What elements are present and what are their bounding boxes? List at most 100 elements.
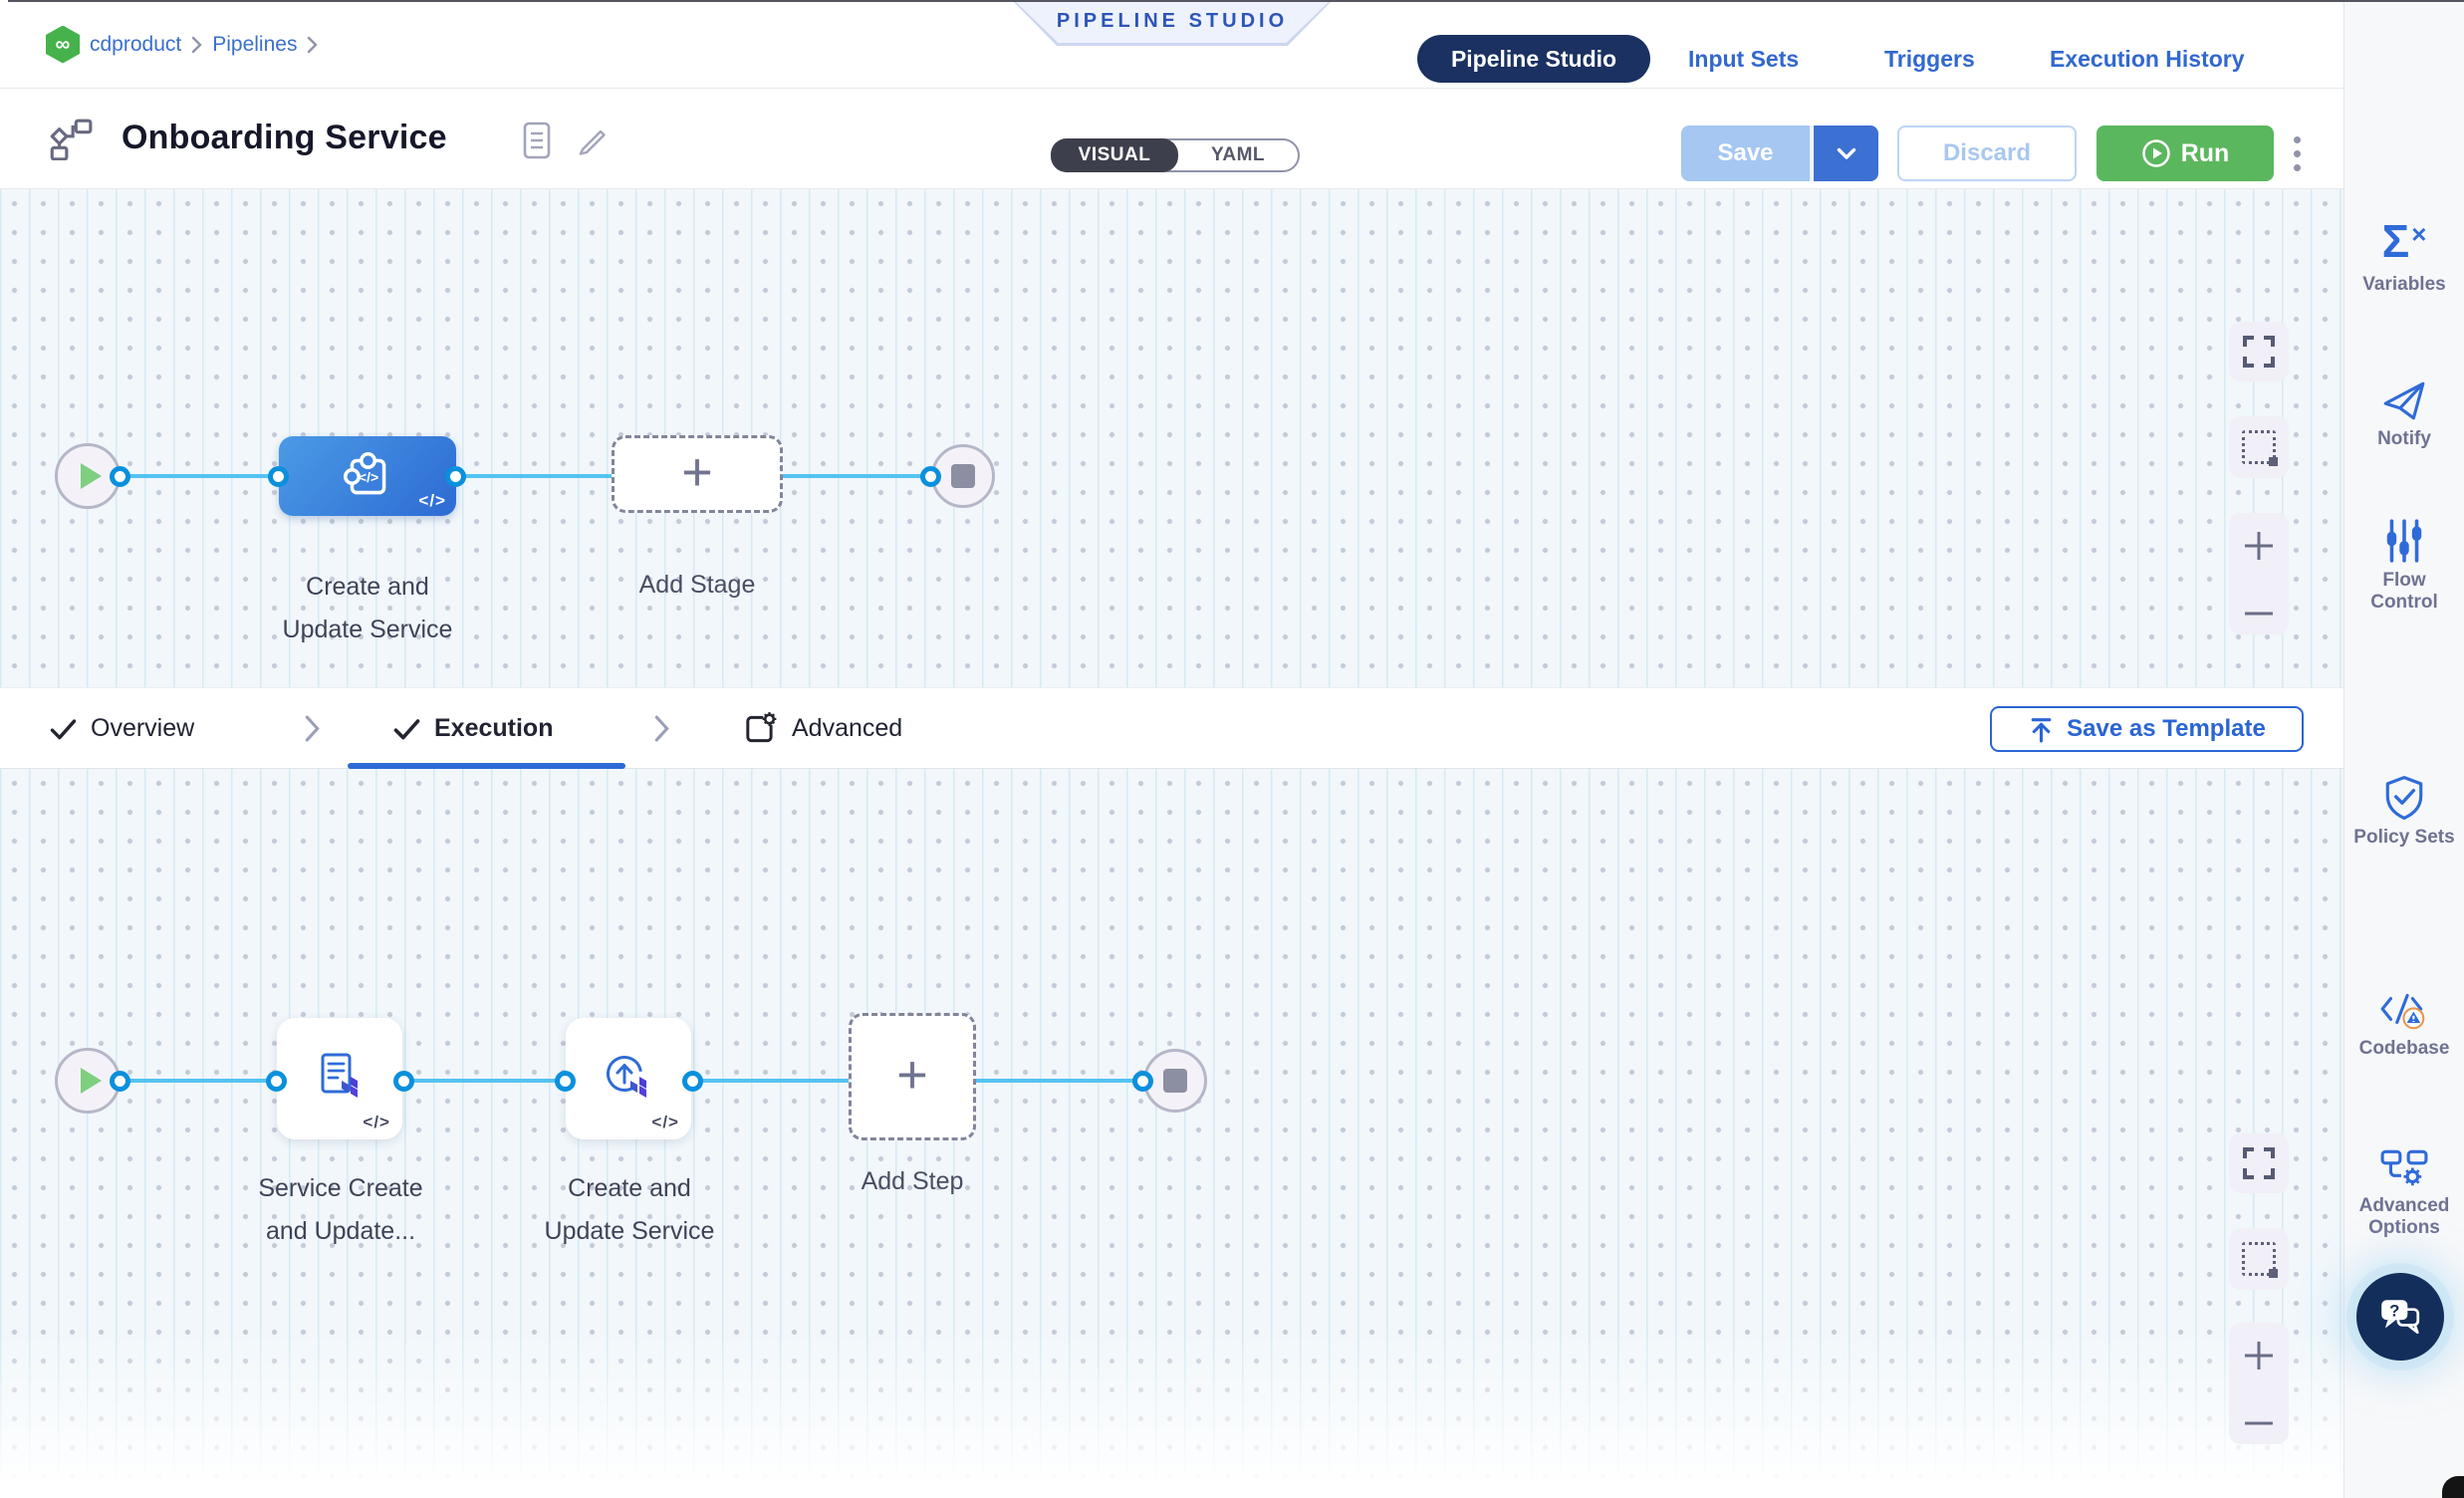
save-button[interactable]: Save (1681, 125, 1812, 181)
stop-square-icon (1163, 1069, 1187, 1093)
step-label: Create and Update Service (544, 1174, 715, 1245)
run-label: Run (2180, 138, 2230, 167)
execution-step-canvas[interactable]: </> </> + Service Create a (0, 769, 2343, 1479)
sidebar-item-codebase[interactable]: Codebase (2344, 988, 2464, 1060)
pipeline-icon (46, 119, 94, 160)
apply-step-icon (607, 1056, 646, 1098)
stage-config-tabbar: Overview Execution Advanced (0, 687, 2343, 769)
chevron-right-icon (191, 36, 202, 54)
sidebar-item-flow-control[interactable]: Flow Control (2344, 518, 2464, 614)
pipeline-end-node[interactable] (931, 444, 995, 508)
chevron-right-icon (307, 36, 319, 54)
save-as-template-button[interactable]: Save as Template (1990, 706, 2304, 752)
chevron-down-icon (1837, 147, 1855, 159)
edge-connector-dot[interactable] (920, 466, 941, 487)
plus-icon: + (681, 442, 713, 502)
edge-connector-dot[interactable] (268, 466, 289, 487)
add-stage-button[interactable]: + (612, 435, 783, 513)
more-options-kebab[interactable] (2287, 125, 2307, 181)
step-code-glyph: </> (363, 1113, 390, 1131)
toggle-yaml[interactable]: YAML (1210, 144, 1266, 165)
tab-overview[interactable]: Overview (50, 688, 194, 769)
svg-text:?: ? (2389, 1301, 2399, 1320)
stage-node-create-and-update-service[interactable]: </> </> (279, 436, 456, 516)
sidebar-item-policy-sets[interactable]: Policy Sets (2344, 775, 2464, 849)
zoom-in-button[interactable] (2242, 1339, 2276, 1373)
marquee-icon (2242, 1242, 2278, 1278)
step-label: Service Create and Update... (258, 1174, 423, 1245)
chat-question-icon: ? (2381, 1300, 2420, 1335)
description-icon[interactable] (522, 121, 552, 160)
add-step-label: Add Step (861, 1167, 964, 1195)
help-chat-button[interactable]: ? (2356, 1273, 2444, 1361)
active-tab-underline (348, 763, 625, 769)
sidebar-item-advanced-options[interactable]: Advanced Options (2344, 1147, 2464, 1239)
breadcrumb-pipelines-link[interactable]: Pipelines (212, 32, 298, 56)
run-button[interactable]: Run (2096, 125, 2274, 181)
harness-module-icon: ∞ (46, 25, 80, 64)
fullscreen-button[interactable] (2229, 322, 2289, 381)
edge-connector-dot[interactable] (110, 1071, 130, 1092)
chevron-right-icon (305, 715, 320, 742)
visual-yaml-toggle: VISUAL YAML (1051, 138, 1300, 172)
fullscreen-button[interactable] (2229, 1133, 2289, 1193)
step-node-create-and-update-service[interactable]: </> (566, 1018, 691, 1139)
stop-square-icon (951, 464, 975, 488)
start-play-icon (81, 1068, 102, 1094)
upload-icon (2031, 717, 2052, 742)
zoom-controls (2229, 513, 2289, 634)
policy-sets-icon (2385, 776, 2423, 820)
zoom-out-button[interactable] (2242, 1418, 2276, 1428)
footer-strip (0, 1479, 2343, 1498)
edge-connector-dot[interactable] (555, 1071, 576, 1092)
zoom-out-button[interactable] (2242, 609, 2276, 619)
add-stage-label: Add Stage (638, 571, 756, 599)
add-step-button[interactable]: + (849, 1013, 976, 1140)
edge-connector-dot[interactable] (1132, 1071, 1153, 1092)
tab-pipeline-studio-label: Pipeline Studio (1450, 45, 1617, 72)
ribbon-label: PIPELINE STUDIO (1056, 10, 1289, 32)
edge-connector-dot[interactable] (266, 1071, 287, 1092)
discard-button[interactable]: Discard (1897, 125, 2077, 181)
tab-input-sets[interactable]: Input Sets (1688, 46, 1800, 72)
edge-connector-dot[interactable] (682, 1071, 703, 1092)
sidebar-item-variables[interactable]: Σ× Variables (2344, 214, 2464, 296)
edit-pencil-icon[interactable] (576, 123, 610, 156)
tab-pipeline-studio[interactable]: Pipeline Studio (1417, 35, 1650, 83)
edge-connector-dot[interactable] (445, 466, 466, 487)
window-corner (2442, 1476, 2464, 1498)
sidebar-item-notify[interactable]: Notify (2344, 380, 2464, 450)
start-play-icon (81, 463, 102, 489)
pipeline-edge (118, 474, 931, 478)
fullscreen-icon (2243, 1147, 2275, 1179)
edge-connector-dot[interactable] (110, 466, 130, 487)
script-step-icon (321, 1053, 358, 1098)
check-icon (50, 718, 77, 739)
stage-label: Create and Update Service (282, 573, 453, 643)
save-dropdown-button[interactable] (1814, 125, 1878, 181)
pipeline-studio-ribbon: PIPELINE STUDIO (1012, 0, 1333, 46)
marquee-select-button[interactable] (2229, 1228, 2289, 1290)
marquee-select-button[interactable] (2229, 416, 2289, 478)
execution-end-node[interactable] (1143, 1049, 1207, 1113)
tab-triggers[interactable]: Triggers (1884, 46, 1975, 72)
right-toolbar: Σ× Variables Notify Flow Control (2343, 0, 2464, 1498)
marquee-icon (2242, 430, 2278, 466)
tab-advanced[interactable]: Advanced (742, 688, 902, 769)
run-play-icon (2141, 139, 2170, 167)
step-node-service-create-and-update[interactable]: </> (277, 1018, 402, 1139)
edge-connector-dot[interactable] (393, 1071, 414, 1092)
zoom-controls (2229, 1323, 2289, 1444)
variables-icon: Σ× (2381, 215, 2427, 267)
tab-execution-history[interactable]: Execution History (2050, 46, 2245, 72)
tab-execution[interactable]: Execution (393, 688, 553, 769)
breadcrumb-project-link[interactable]: cdproduct (90, 32, 182, 56)
stage-canvas[interactable]: </> </> + Create and Update Service Add … (0, 189, 2343, 687)
toggle-visual[interactable]: VISUAL (1051, 138, 1178, 172)
notify-icon (2383, 381, 2425, 420)
check-icon (393, 718, 420, 739)
breadcrumb: ∞ cdproduct Pipelines (46, 0, 319, 89)
codebase-icon (2380, 993, 2425, 1030)
zoom-in-button[interactable] (2242, 529, 2276, 563)
